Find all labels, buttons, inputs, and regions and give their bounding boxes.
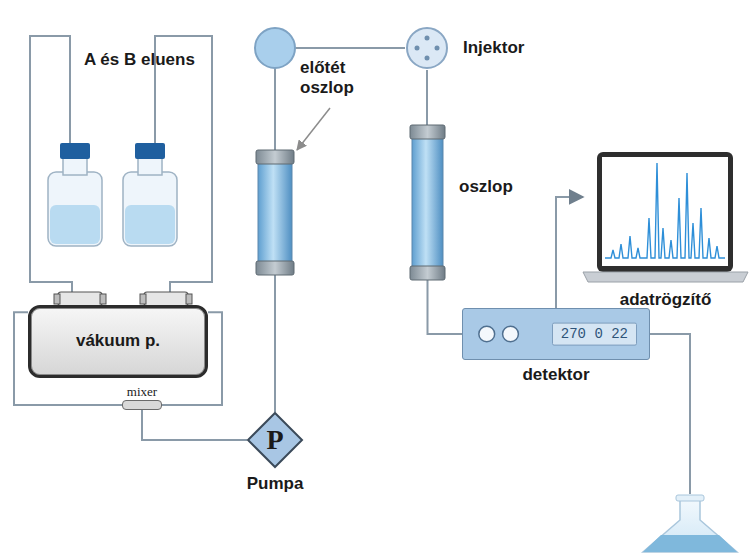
leader-arrow xyxy=(297,108,330,150)
waste-flask xyxy=(643,535,737,552)
text-slot: oszlop xyxy=(459,177,513,197)
detector-box: 270 0 22detektor xyxy=(462,308,650,360)
eluent-bottle xyxy=(48,143,102,246)
degasser-unit xyxy=(140,294,146,304)
node-label: Injektor xyxy=(463,38,524,58)
tube-connector xyxy=(426,70,428,125)
callout-label-box: előtét oszlop xyxy=(300,58,366,99)
node-label: P xyxy=(266,423,283,457)
data-recorder: adatrögzítő xyxy=(583,150,748,284)
text-slot: P xyxy=(247,412,303,468)
text-slot: detektor xyxy=(522,365,589,385)
node-label: mixer xyxy=(127,384,157,400)
node-label: vákuum p. xyxy=(76,331,160,351)
eluent-tubes xyxy=(155,36,212,293)
data-recorder-outline xyxy=(583,272,748,282)
injector-valve-outline xyxy=(415,46,420,51)
tube-connector xyxy=(428,280,463,334)
injector-valve: Injektor xyxy=(405,26,449,70)
tube-connector xyxy=(142,410,247,440)
guard-column xyxy=(256,150,294,164)
tube-connector xyxy=(556,197,583,308)
eluent-bottle xyxy=(123,172,177,246)
waste-tube xyxy=(650,334,690,494)
node-label: adatrögzítő xyxy=(620,290,712,310)
injector-valve-outline xyxy=(407,28,447,68)
callout-label: előtét oszlop xyxy=(300,58,366,99)
eluent-bottle xyxy=(50,205,100,244)
eluent-bottle xyxy=(123,143,177,246)
data-recorder-outline xyxy=(602,157,728,266)
text-slot: mixer xyxy=(127,384,157,400)
guard-column xyxy=(256,261,294,275)
eluent-bottle xyxy=(138,157,162,175)
guard-column xyxy=(258,162,292,263)
pump-diamond-outline xyxy=(248,413,302,467)
waste-flask xyxy=(676,495,704,501)
eluent-label: A és B eluens xyxy=(84,50,195,70)
degasser-unit xyxy=(140,292,192,306)
pump-diamond: PPumpa xyxy=(247,412,303,468)
column-outline xyxy=(410,125,445,139)
data-recorder-outline xyxy=(583,150,748,284)
text-slot: Pumpa xyxy=(247,474,304,494)
node-label: 270 0 22 xyxy=(561,326,628,343)
detector-box-outline xyxy=(479,326,495,341)
eluent-label-box: A és B eluens xyxy=(84,50,195,70)
node-caption: Pumpa xyxy=(247,474,304,494)
node-label: oszlop xyxy=(459,177,513,197)
tube-connector xyxy=(275,48,405,412)
degasser-unit xyxy=(54,294,60,304)
degasser-box: vákuum p. xyxy=(28,305,208,378)
degasser-unit xyxy=(54,292,106,306)
detector-box-outline xyxy=(503,326,519,341)
eluent-bottle xyxy=(48,172,102,246)
data-recorder-outline xyxy=(605,163,725,258)
text-slot: 270 0 22 xyxy=(552,323,637,346)
node-caption: detektor xyxy=(522,365,589,385)
text-slot: vákuum p. xyxy=(31,308,205,375)
column-outline xyxy=(410,125,445,280)
degasser-unit xyxy=(58,292,102,306)
eluent-bottle xyxy=(135,143,165,159)
mixer-box: mixer xyxy=(122,400,162,410)
eluent-bottle xyxy=(60,143,90,159)
injector-valve-outline xyxy=(425,56,430,61)
eluent-bottle xyxy=(63,157,87,175)
valve-circle xyxy=(255,28,295,68)
degasser-unit xyxy=(144,292,188,306)
eluent-tubes xyxy=(30,36,212,293)
degasser-unit xyxy=(100,294,106,304)
text-slot: adatrögzítő xyxy=(620,290,712,310)
waste-flask xyxy=(643,500,737,552)
injector-valve-outline xyxy=(425,36,430,41)
column-outline xyxy=(410,266,445,280)
column: oszlop xyxy=(410,125,445,280)
data-recorder-outline xyxy=(597,152,733,272)
injector-valve-outline xyxy=(405,26,449,70)
waste-flask xyxy=(643,495,737,552)
injector-valve-outline xyxy=(435,46,440,51)
guard-column xyxy=(256,150,294,275)
column-outline xyxy=(412,137,443,268)
degasser-unit xyxy=(186,294,192,304)
text-slot: Injektor xyxy=(463,38,524,58)
eluent-bottle xyxy=(125,205,175,244)
